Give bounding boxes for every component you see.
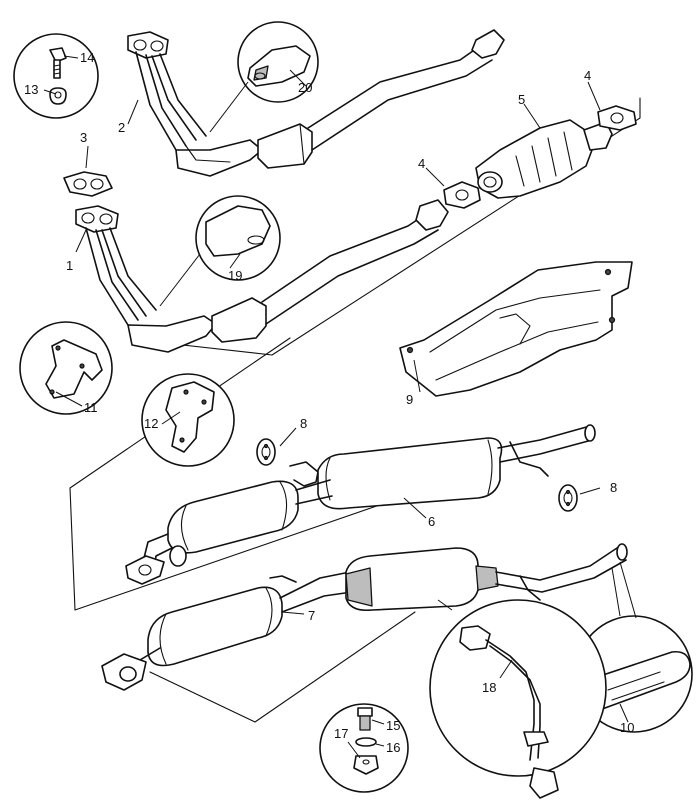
callout-11: 11	[84, 400, 98, 415]
callout-leaders	[43, 55, 629, 759]
front-pipe-upper	[127, 29, 505, 177]
callout-2: 2	[118, 120, 125, 135]
callout-7: 7	[308, 608, 315, 623]
callout-labels: 1 2 3 4 4 5 6 7 8 8 9 10 11 12 13 14 15 …	[24, 50, 634, 755]
clamp-detail-upper	[209, 21, 319, 133]
intermediate-silencer-flange	[125, 555, 165, 585]
bracket-detail-left	[19, 321, 113, 415]
callout-1: 1	[66, 258, 73, 273]
oxygen-sensor-detail	[429, 599, 607, 799]
callout-18: 18	[482, 680, 496, 695]
callout-8-right: 8	[610, 480, 617, 495]
callout-6: 6	[428, 514, 435, 529]
callout-3: 3	[80, 130, 87, 145]
bracket-detail-right	[141, 373, 235, 467]
front-pipe-lower-flange	[75, 205, 119, 233]
callout-4-left: 4	[418, 156, 425, 171]
bolt-nut-detail-upper	[13, 33, 99, 119]
front-pipe-lower-outlet-flange	[415, 199, 449, 231]
callout-17: 17	[334, 726, 348, 741]
callout-10: 10	[620, 720, 634, 735]
converter-gasket-right	[597, 105, 637, 131]
callout-16: 16	[386, 740, 400, 755]
callout-8-left: 8	[300, 416, 307, 431]
rubber-mounting-left	[256, 438, 276, 466]
callout-9: 9	[406, 392, 413, 407]
converter-gasket-left	[443, 181, 481, 209]
callout-5: 5	[518, 92, 525, 107]
boundary-line-lower	[149, 611, 416, 723]
callout-15: 15	[386, 718, 400, 733]
callout-4-right: 4	[584, 68, 591, 83]
bolt-nut-detail-lower	[319, 703, 409, 793]
callout-20: 20	[298, 80, 312, 95]
intermediate-silencer	[125, 479, 333, 585]
front-pipe-upper-outlet-flange	[471, 29, 505, 59]
callout-19: 19	[228, 268, 242, 283]
front-pipe-lower	[75, 199, 449, 353]
heat-shield	[399, 261, 633, 397]
callout-14: 14	[80, 50, 94, 65]
clamp-detail-lower	[159, 195, 281, 307]
pre-silencer-upper	[257, 123, 313, 169]
exhaust-assembly	[101, 543, 628, 691]
callout-13: 13	[24, 82, 38, 97]
rubber-mounting-right	[558, 484, 578, 512]
boundary-line-upper	[137, 97, 641, 356]
front-pipe-upper-flange	[127, 31, 169, 59]
rear-silencer	[289, 424, 596, 510]
callout-12: 12	[144, 416, 158, 431]
manifold-gasket	[63, 171, 113, 197]
pre-silencer-lower	[211, 297, 267, 343]
catalytic-converter	[475, 119, 613, 199]
